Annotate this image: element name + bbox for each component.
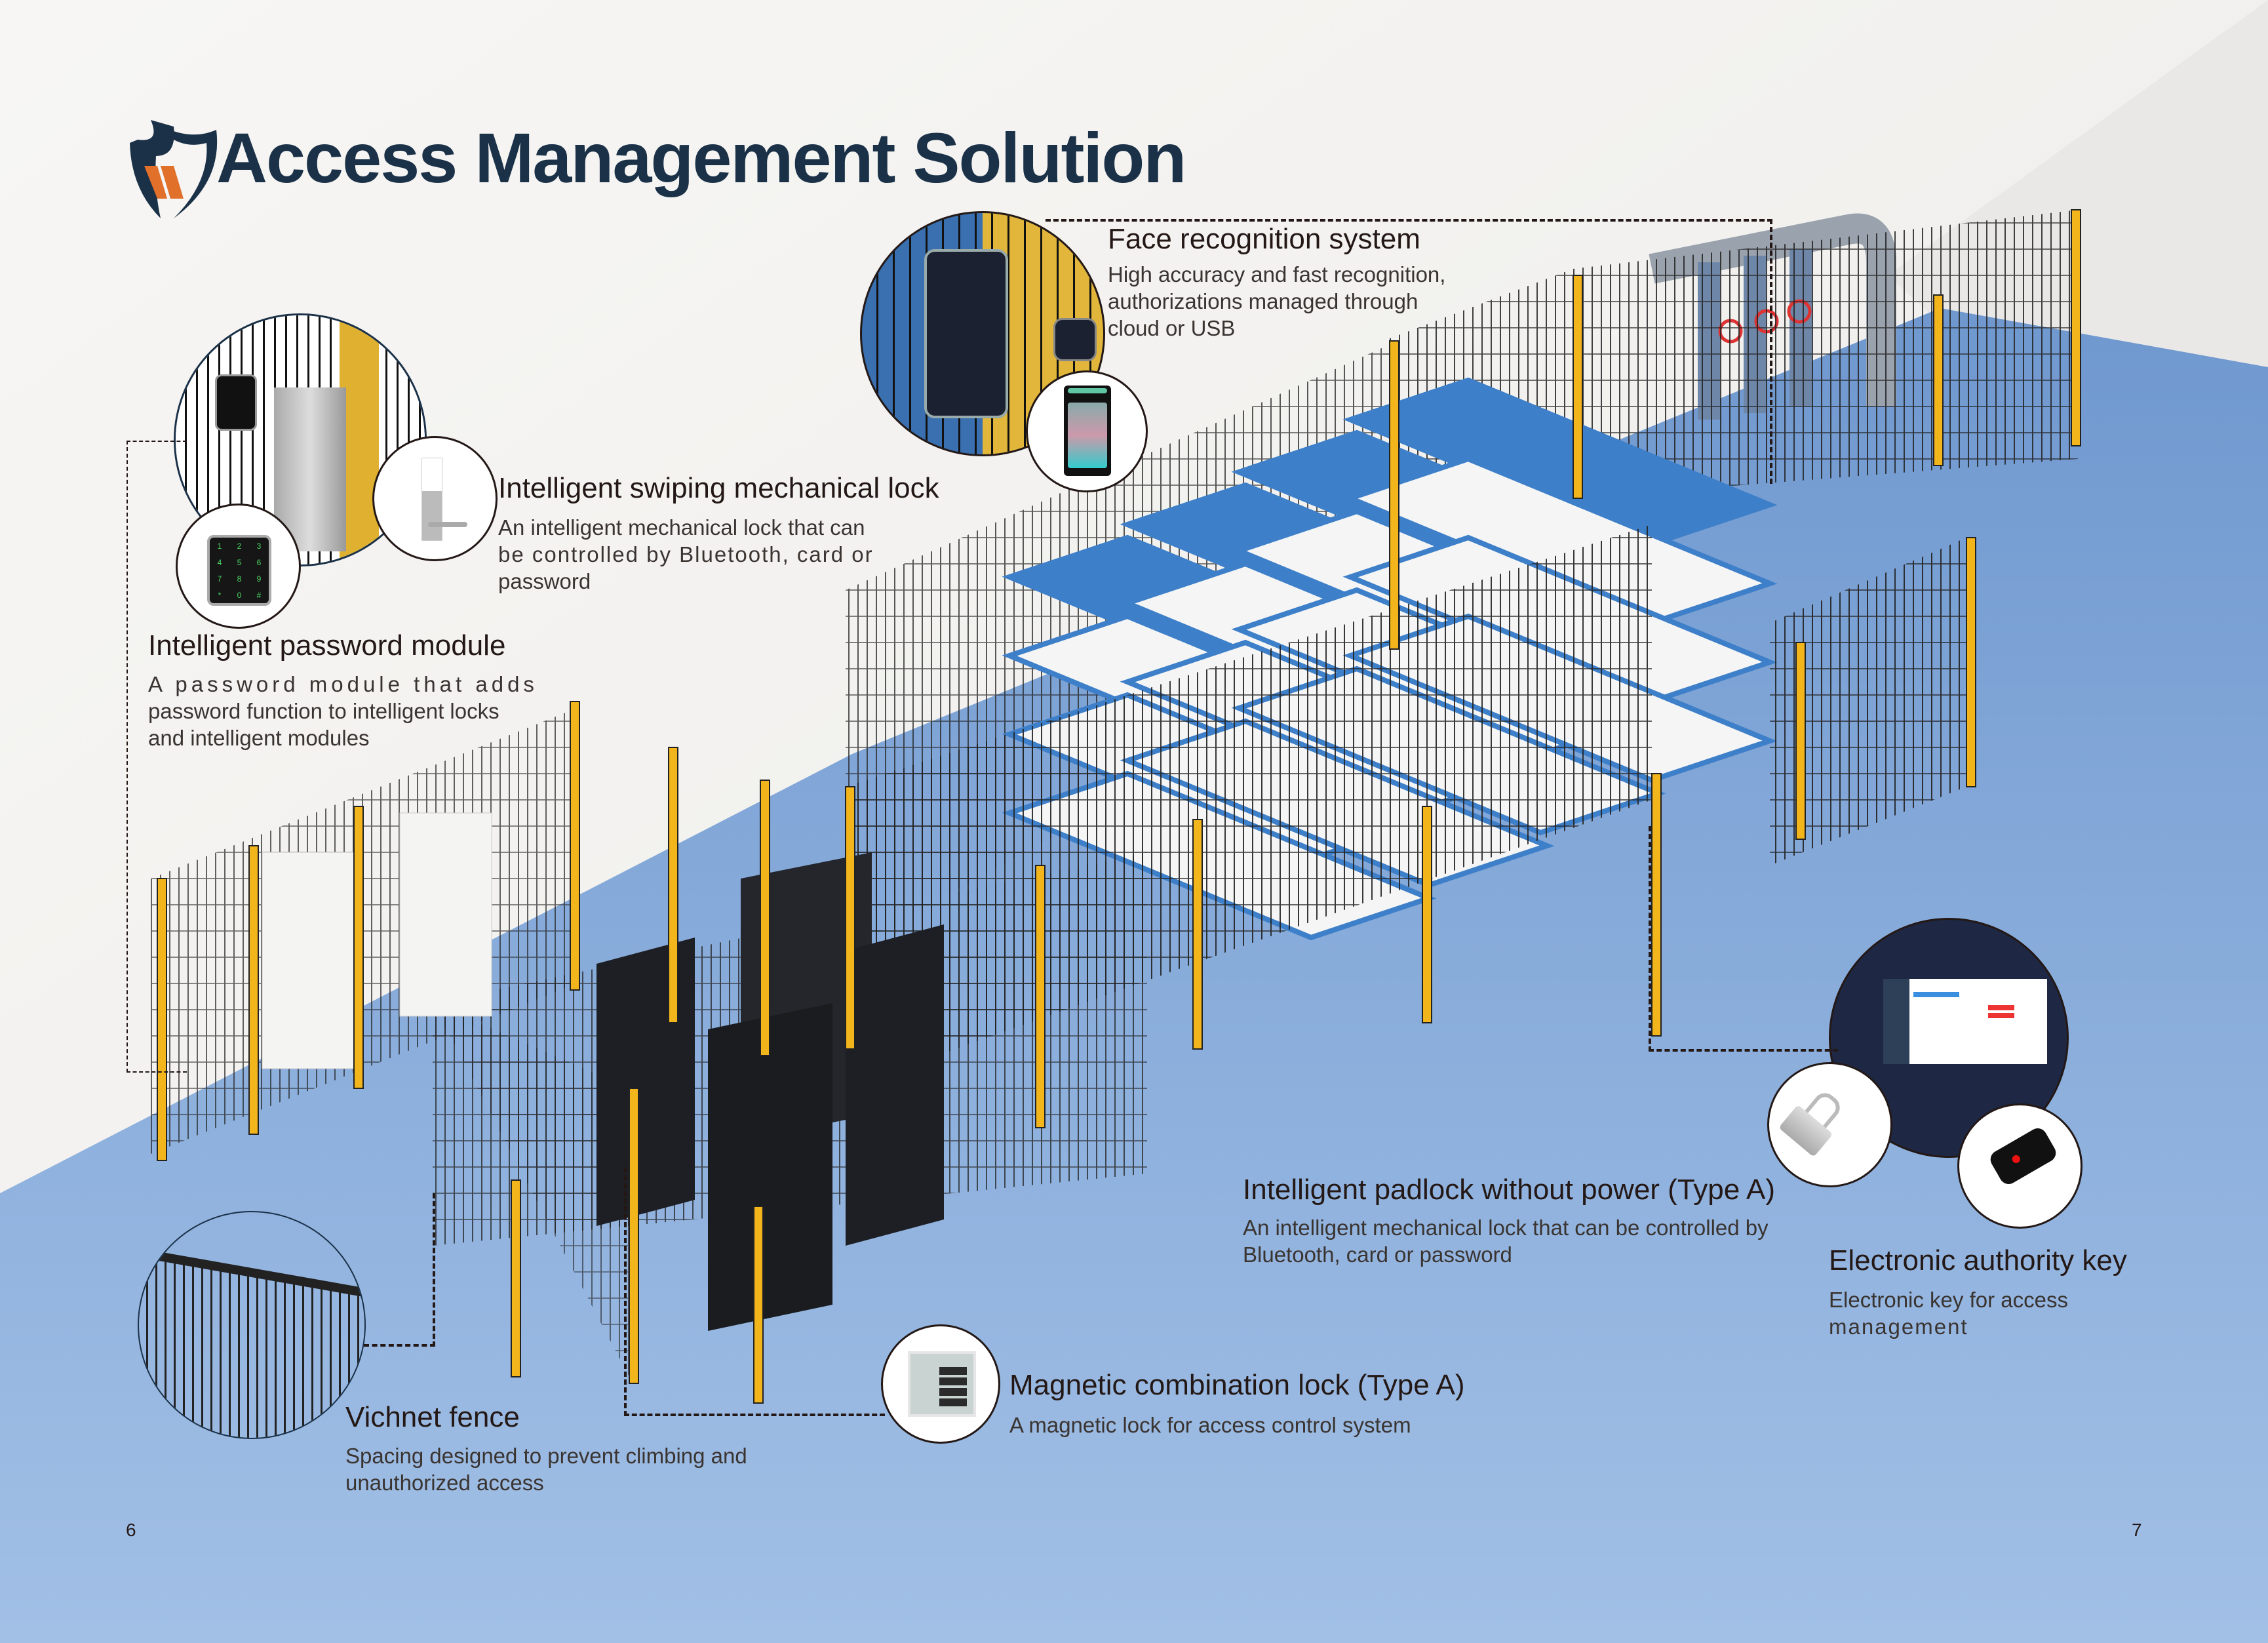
keypad-key: 7 [217, 574, 222, 584]
fence-posts [157, 209, 2081, 1404]
keypad-key: * [218, 590, 222, 600]
keypad-key: 0 [237, 590, 242, 600]
shield-w-logo-icon [130, 120, 218, 218]
keypad-key: 1 [217, 541, 222, 551]
page-title: Access Management Solution [216, 118, 1186, 197]
padlock-icon [1778, 1082, 1851, 1157]
padlock-connector-line [1649, 826, 1838, 1052]
keypad-key: 8 [237, 574, 242, 584]
fence-post [1035, 865, 1046, 1128]
keypad-key: 5 [237, 557, 242, 567]
fence-post [629, 1088, 639, 1384]
fence-post [1573, 275, 1583, 499]
fence-post [1192, 819, 1203, 1050]
authority-key-desc: Electronic key for access management [1829, 1288, 2068, 1339]
swiping-lock-title: Intelligent swiping mechanical lock [498, 472, 939, 504]
vichnet-fence-closeup-circle [138, 1211, 366, 1439]
fence-post [1651, 773, 1662, 1037]
fence-post [845, 786, 855, 1050]
keypad-key: 4 [217, 557, 222, 567]
fence-post [1795, 642, 1806, 840]
fence-post [353, 806, 364, 1089]
magnetic-lock-closeup-circle [881, 1324, 1000, 1444]
fence-post [1966, 537, 1976, 787]
padlock-desc: An intelligent mechanical lock that can … [1243, 1216, 1769, 1267]
magnetic-keypad-icon [908, 1351, 976, 1417]
lock-body [274, 387, 346, 551]
face-avatar-icon [1068, 403, 1107, 468]
fence-post [1422, 806, 1432, 1023]
fence-post [1389, 340, 1399, 650]
password-module-title: Intelligent password module [148, 629, 506, 662]
software-screen [1883, 979, 2047, 1064]
vichnet-fence-desc: Spacing designed to prevent climbing and… [345, 1444, 747, 1495]
electronic-key-closeup-circle [1957, 1103, 2082, 1229]
page-number-left: 6 [126, 1520, 136, 1540]
fence-post [753, 1206, 764, 1404]
fingerprint-lock-icon [1053, 318, 1097, 361]
swiping-lock-desc: An intelligent mechanical lock that can … [498, 515, 874, 593]
face-terminal-panel [924, 249, 1008, 418]
keypad-key: 9 [256, 574, 262, 584]
fence-post [1933, 294, 1944, 466]
electronic-key-icon [1987, 1124, 2060, 1188]
fence-post [2071, 209, 2081, 446]
face-connector-line [1046, 219, 1772, 484]
face-terminal-closeup-circle [1026, 370, 1148, 492]
keypad-key: 6 [256, 557, 262, 567]
fence-post [668, 747, 678, 1023]
password-connector-line [127, 441, 187, 1073]
keypad-key: 2 [237, 541, 242, 551]
padlock-title: Intelligent padlock without power (Type … [1243, 1174, 1776, 1206]
page-number-right: 7 [2132, 1520, 2142, 1540]
vichnet-connector-line [364, 1193, 435, 1347]
keypad-key: # [256, 590, 262, 600]
password-keypad-closeup-circle: 1 2 3 4 5 6 7 8 9 * 0 # [176, 504, 301, 629]
keypad-key: 3 [256, 541, 262, 551]
magnetic-connector-line [624, 1167, 885, 1416]
management-software-circle [1829, 918, 2069, 1158]
fence-post [157, 878, 167, 1161]
padlock-closeup-circle [1767, 1062, 1892, 1187]
magnetic-lock-title: Magnetic combination lock (Type A) [1009, 1369, 1465, 1401]
keypad-small [215, 374, 257, 431]
fence-post [248, 845, 259, 1135]
magnetic-lock-desc: A magnetic lock for access control syste… [1009, 1413, 1411, 1437]
fence-post [760, 780, 770, 1056]
fence-post [511, 1179, 521, 1377]
face-recognition-title: Face recognition system [1108, 223, 1420, 255]
vichnet-fence-title: Vichnet fence [345, 1401, 520, 1433]
lock-handle-closeup-circle [372, 436, 498, 561]
fence-post [570, 701, 580, 991]
password-keypad: 1 2 3 4 5 6 7 8 9 * 0 # [207, 535, 271, 606]
authority-key-title: Electronic authority key [1829, 1244, 2127, 1277]
face-recognition-desc: High accuracy and fast recognition, auth… [1108, 262, 1446, 340]
password-module-desc: A password module that adds password fun… [148, 672, 538, 750]
